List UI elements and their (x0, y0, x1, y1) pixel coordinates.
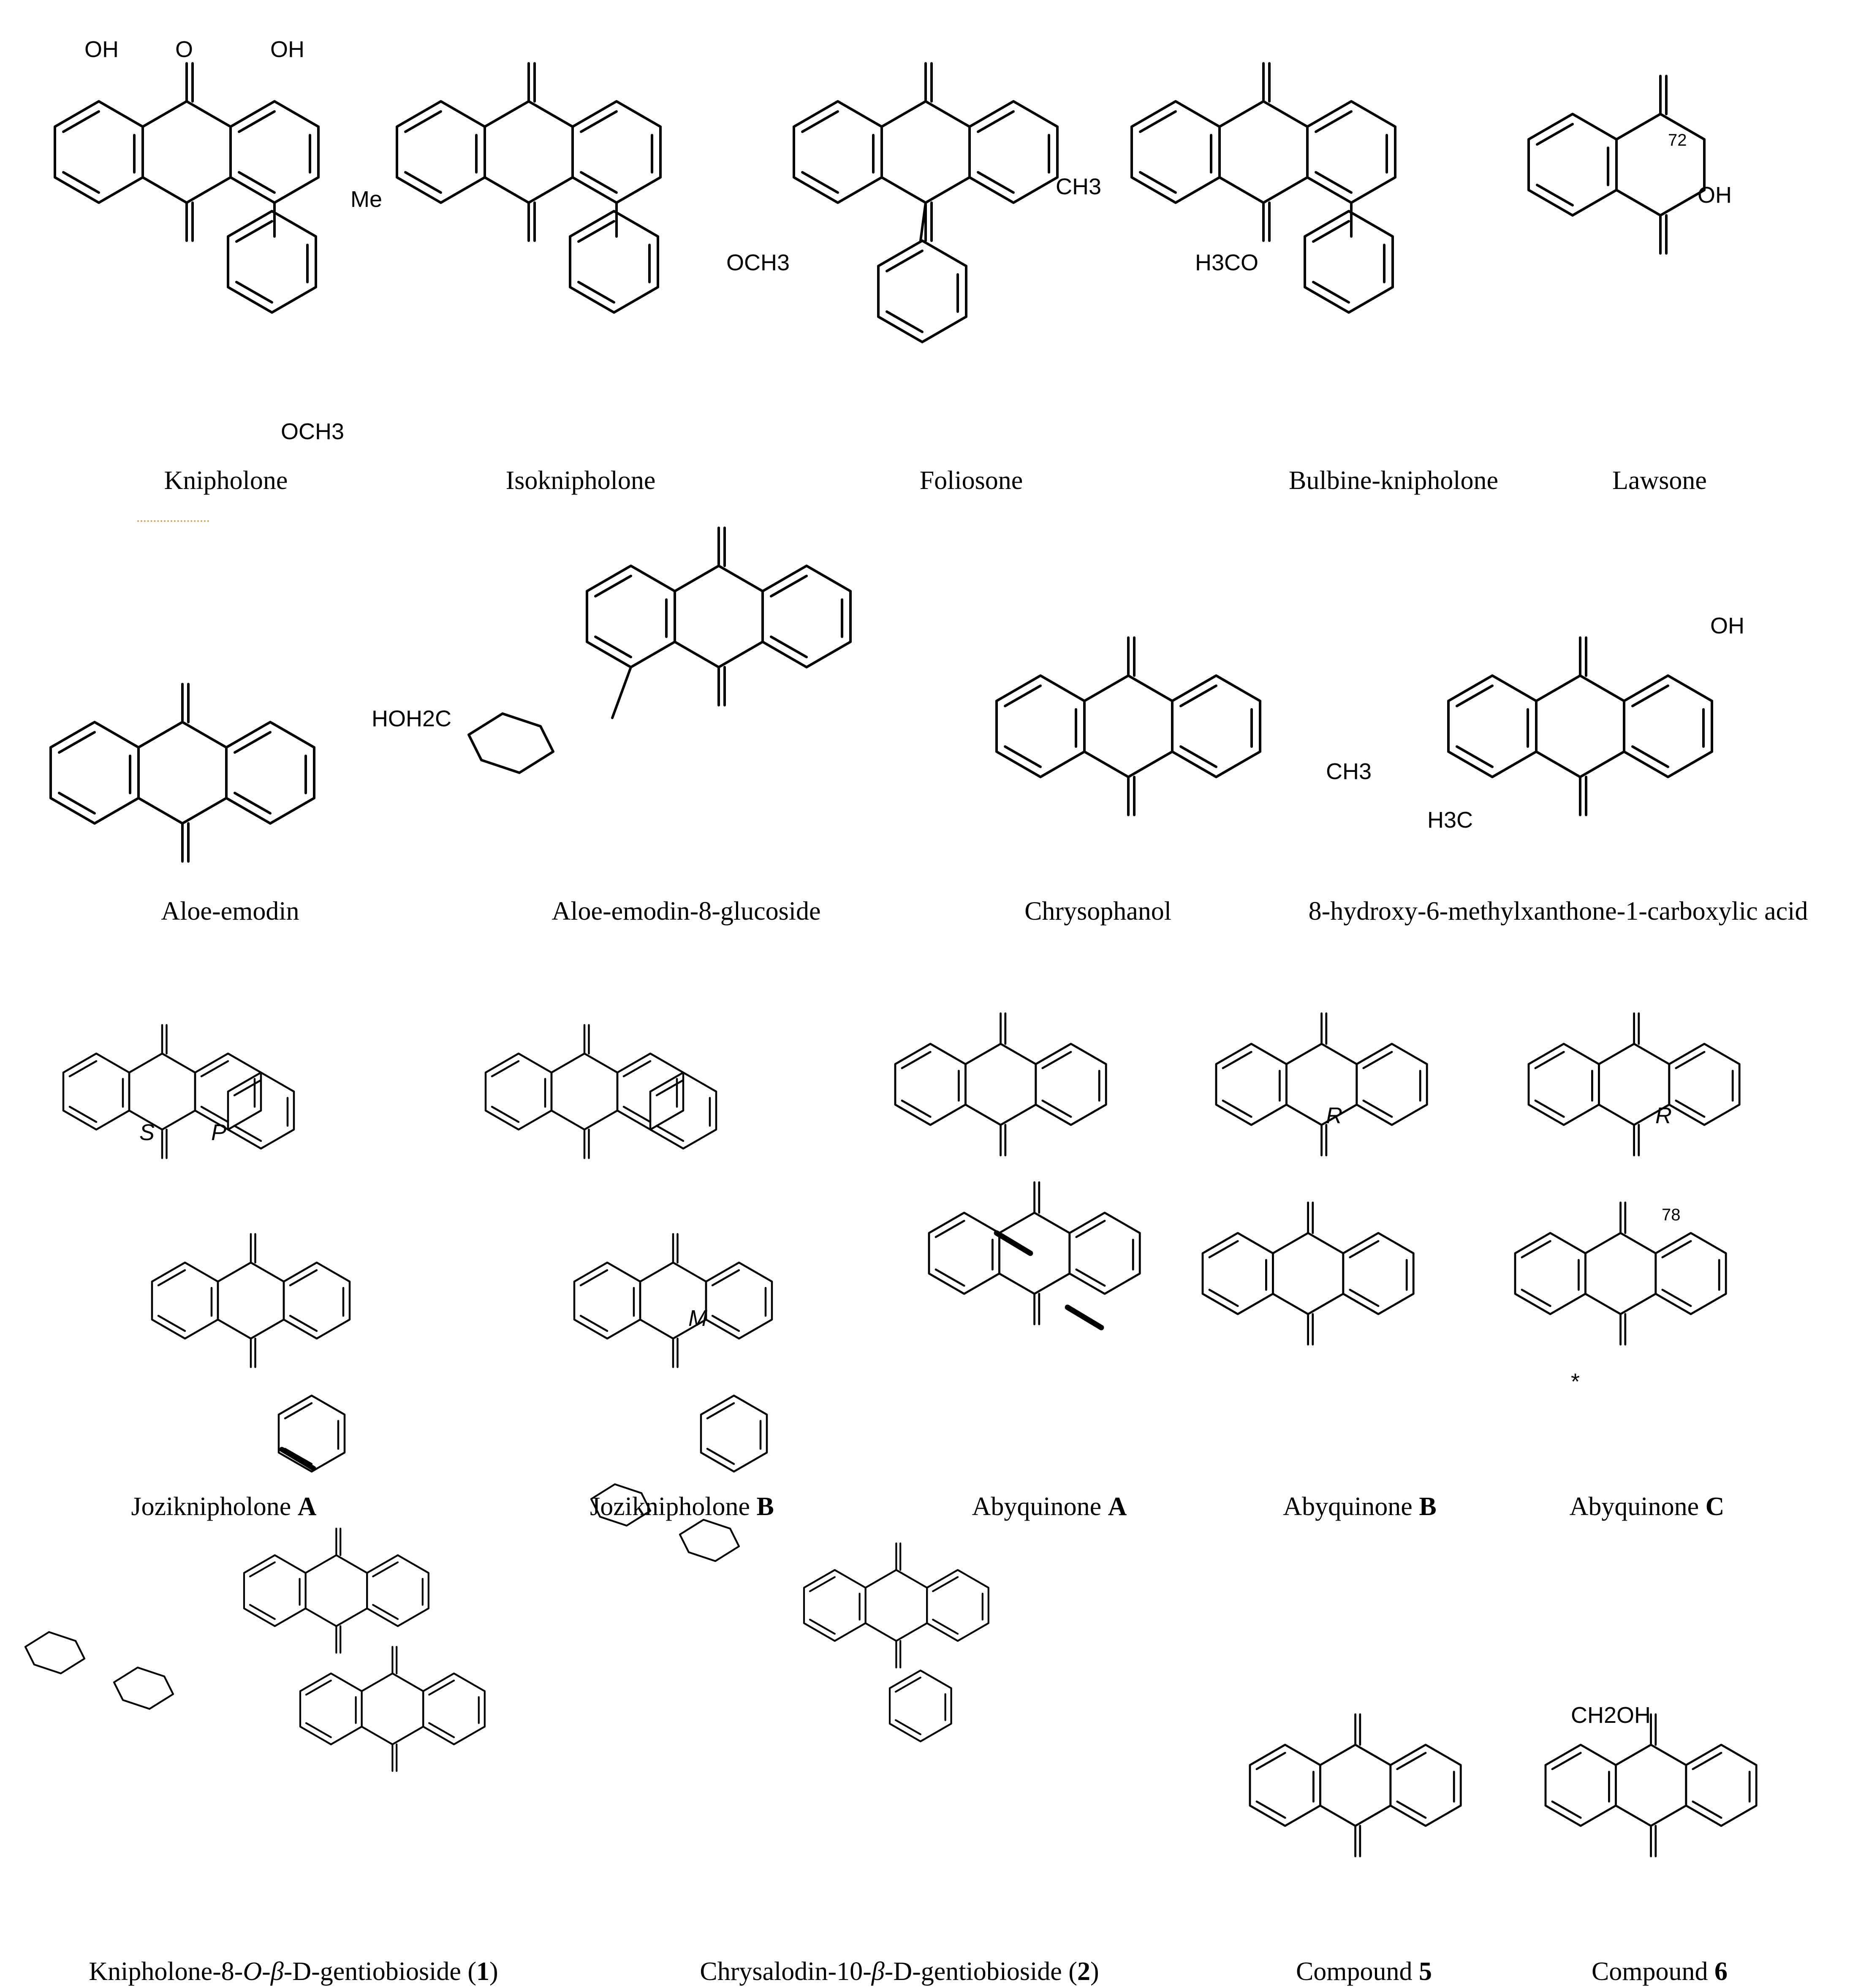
atom-label: CH3 (1056, 174, 1101, 199)
knipholone-structure (55, 63, 318, 312)
atom-label: H3C (1427, 807, 1473, 833)
atom-label: HOH2C (372, 706, 451, 731)
atom-label: OH (270, 37, 304, 62)
atom-label: CH3 (1326, 759, 1372, 784)
label-isoknipholone: Isoknipholone (505, 466, 656, 495)
stereo-label: R (1326, 1103, 1342, 1128)
label-xanthone-acid: 8-hydroxy-6-methylxanthone-1-carboxylic … (1308, 897, 1808, 926)
label-aloe-emodin: Aloe-emodin (161, 897, 299, 926)
abyquinone-b-structure (1203, 1013, 1427, 1344)
label-compound-6: Compound 6 (1591, 1957, 1728, 1986)
label-compound-5: Compound 5 (1296, 1957, 1432, 1986)
label-joziknipholone-b: Joziknipholone B (590, 1492, 774, 1521)
atom-label: 72 (1668, 131, 1687, 149)
aloe-emodin-structure (51, 684, 314, 861)
abyquinone-c-structure (1515, 1013, 1739, 1344)
label-joziknipholone-a: Joziknipholone A (131, 1492, 317, 1521)
label-lawsone: Lawsone (1612, 466, 1707, 495)
chrysophanol-structure (997, 638, 1260, 815)
knipholone-gentiobioside-structure (25, 1529, 485, 1771)
label-knipholone: Knipholone (164, 466, 288, 495)
atom-label: OCH3 (726, 250, 790, 275)
abyquinone-a-structure (895, 1013, 1140, 1331)
compound-6-structure (1546, 1714, 1756, 1856)
compound-5-structure (1250, 1714, 1461, 1856)
stereo-label: M (688, 1306, 707, 1331)
atom-label: OH (1710, 613, 1744, 638)
isoknipholone-structure (397, 63, 660, 312)
atom-label: Me (350, 187, 382, 212)
stereo-label: S (139, 1120, 155, 1145)
atom-label: 78 (1662, 1206, 1681, 1224)
label-abyquinone-a: Abyquinone A (972, 1492, 1127, 1521)
bulbine-knipholone-structure (1132, 63, 1395, 312)
joziknipholone-b-structure (486, 1025, 772, 1472)
atom-label: OH (1698, 182, 1732, 208)
stereo-label: R (1655, 1103, 1672, 1128)
xanthone-acid-structure (1448, 638, 1712, 815)
atom-label: * (1571, 1369, 1580, 1394)
label-aloe-emodin-8-glucoside: Aloe-emodin-8-glucoside (551, 897, 821, 926)
aloe-emodin-8-glucoside-structure (469, 528, 850, 773)
atom-label: H3CO (1195, 250, 1258, 275)
chrysalodin-gentiobioside-structure (591, 1484, 989, 1741)
label-chrysalodin-gentiobioside: Chrysalodin-10-β-D-gentiobioside (2) (700, 1957, 1099, 1986)
atom-label: O (175, 37, 193, 62)
label-knipholone-gentiobioside: Knipholone-8-O-β-D-gentiobioside (1) (89, 1957, 498, 1986)
atom-label: OH (84, 37, 119, 62)
atom-label: OCH3 (281, 419, 344, 444)
foliosone-structure (794, 63, 1057, 342)
label-abyquinone-b: Abyquinone B (1283, 1492, 1437, 1521)
label-chrysophanol: Chrysophanol (1024, 897, 1171, 926)
label-abyquinone-c: Abyquinone C (1569, 1492, 1725, 1521)
stereo-label: P (211, 1120, 226, 1145)
joziknipholone-a-structure (63, 1025, 350, 1472)
lawsone-structure (1529, 75, 1706, 255)
dotted-mark (137, 520, 209, 522)
label-foliosone: Foliosone (919, 466, 1023, 495)
atom-label: CH2OH (1571, 1703, 1651, 1728)
label-bulbine-knipholone: Bulbine-knipholone (1289, 466, 1498, 495)
